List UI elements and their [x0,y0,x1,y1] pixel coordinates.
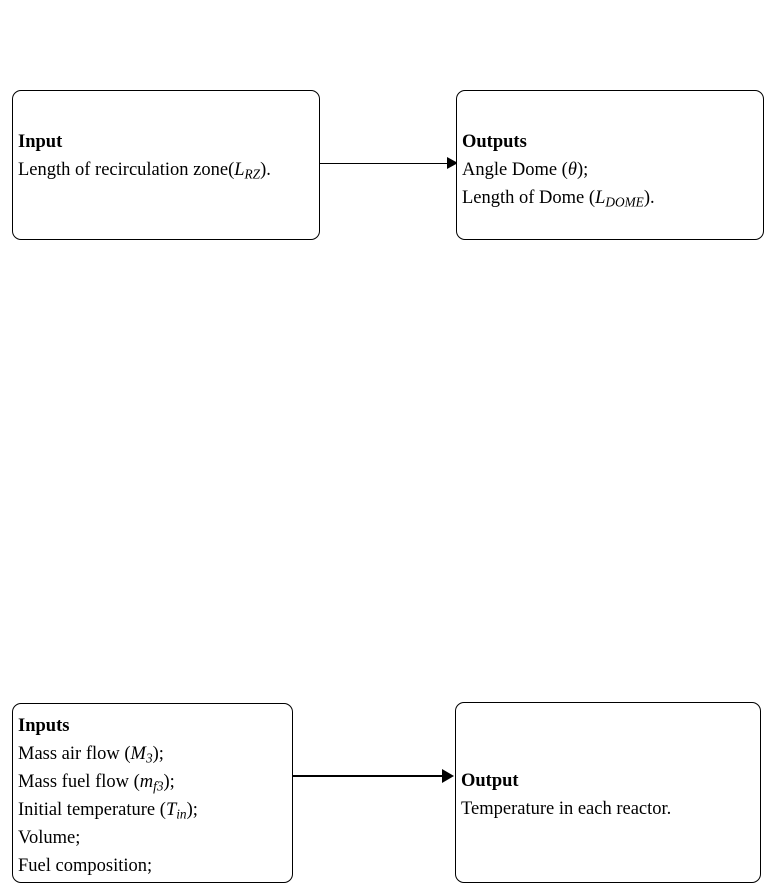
symbol-base: T [165,800,177,820]
block-body: Output Temperature in each reactor. [461,767,756,823]
block-line: Length of Dome (LDOME). [462,184,759,212]
arrow-shaft [320,163,449,164]
symbol-subscript: DOME [605,194,644,210]
block-line: Temperature in each reactor. [461,799,672,819]
block-line: Fuel composition; [18,856,153,876]
symbol-subscript: in [176,806,187,822]
line-symbol: M3 [130,744,153,766]
line-symbol: LDOME [595,188,644,210]
line-symbol: mf3 [139,772,164,794]
block-body: Input Length of recirculation zone(LRZ). [18,128,315,184]
arrow-head-icon [447,157,458,169]
line-suffix: ); [163,772,175,792]
block-line: Mass fuel flow (mf3); [18,768,288,796]
block-body: Outputs Angle Dome (θ); Length of Dome (… [462,128,759,212]
symbol-base: m [139,772,154,792]
line-suffix: ). [260,160,271,180]
line-suffix: ); [576,160,589,180]
line-prefix: Length of recirculation zone( [18,160,235,180]
symbol-subscript: RZ [244,166,261,182]
line-symbol: θ [568,160,577,180]
block-heading: Output [461,771,519,791]
block-heading: Input [18,132,63,152]
line-symbol: LRZ [234,160,261,182]
block-line: Volume; [18,828,81,848]
block-body: Inputs Mass air flow (M3); Mass fuel flo… [18,712,288,880]
block-line: Mass air flow (M3); [18,740,288,768]
line-suffix: ); [186,800,198,820]
block-line: Initial temperature (Tin); [18,796,288,824]
symbol-base: L [595,188,606,208]
connector-arrow-input-to-outputs [320,157,458,171]
line-prefix: Length of Dome ( [462,188,596,208]
block-output-reactor: Output Temperature in each reactor. [455,702,761,883]
symbol-base: M [130,744,146,764]
line-suffix: ). [643,188,655,208]
line-symbol: Tin [165,800,187,822]
connector-arrow-inputs-to-output [293,769,458,784]
symbol-base: θ [567,160,577,180]
symbol-base: L [234,160,245,180]
arrow-shaft [293,775,445,777]
line-prefix: Angle Dome ( [462,160,568,180]
line-prefix: Mass fuel flow ( [18,772,140,792]
line-suffix: ); [152,744,164,764]
block-input-recirculation-zone: Input Length of recirculation zone(LRZ). [12,90,320,240]
block-outputs-dome: Outputs Angle Dome (θ); Length of Dome (… [456,90,764,240]
block-inputs-reactor: Inputs Mass air flow (M3); Mass fuel flo… [12,703,293,883]
block-line: Length of recirculation zone(LRZ). [18,156,315,184]
block-line: Angle Dome (θ); [462,156,759,184]
line-prefix: Initial temperature ( [18,800,166,820]
symbol-subscript: f3 [153,778,164,794]
symbol-subscript: 3 [145,750,153,766]
block-heading: Inputs [18,716,70,736]
arrow-head-icon [442,769,454,783]
line-prefix: Mass air flow ( [18,744,131,764]
block-heading: Outputs [462,132,527,152]
